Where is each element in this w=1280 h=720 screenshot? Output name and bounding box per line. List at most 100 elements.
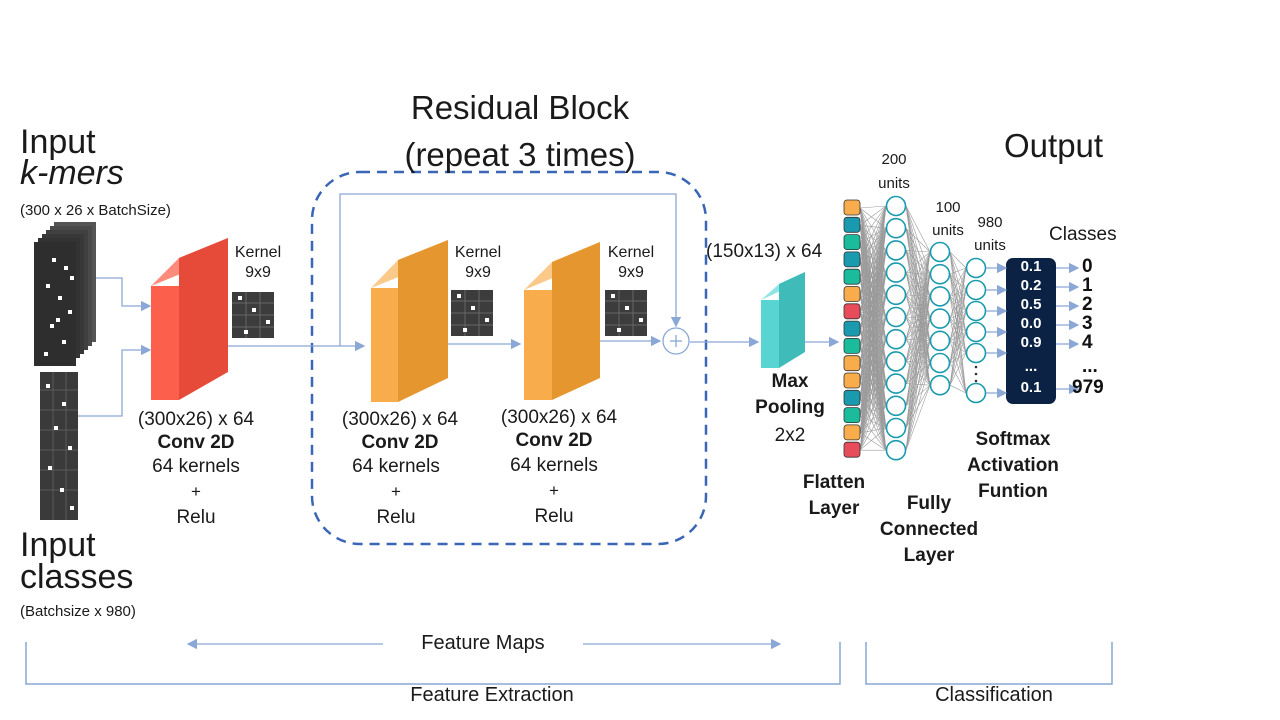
output-arrows bbox=[986, 262, 1080, 399]
input-connectors bbox=[78, 277, 152, 417]
neuron bbox=[929, 286, 951, 307]
neuron bbox=[965, 300, 987, 322]
residual-block-subtitle: (repeat 3 times) bbox=[404, 136, 636, 173]
fc-label-3: Layer bbox=[903, 545, 955, 566]
feature-extraction-label: Feature Extraction bbox=[410, 684, 574, 706]
neuron bbox=[929, 263, 951, 285]
flatten-cell bbox=[843, 303, 861, 320]
output-probability: 0.5 bbox=[1020, 296, 1042, 313]
classification-bracket bbox=[865, 642, 1113, 685]
residual-block-border bbox=[310, 170, 708, 546]
neuron bbox=[885, 395, 907, 417]
flatten-cell bbox=[843, 407, 861, 424]
neuron bbox=[885, 306, 907, 328]
kernel-label-3: Kernel bbox=[607, 244, 655, 261]
flatten-cell bbox=[843, 320, 861, 337]
neuron bbox=[965, 382, 987, 404]
conv3-plus: + bbox=[549, 481, 559, 500]
kernel-size-2: 9x9 bbox=[465, 264, 491, 281]
neuron bbox=[885, 195, 907, 217]
fc-label-2: Connected bbox=[879, 519, 979, 540]
conv1-activation: Relu bbox=[176, 507, 216, 528]
conv2-name: Conv 2D bbox=[361, 432, 439, 453]
flatten-layer bbox=[843, 199, 861, 458]
output-class-label: 4 bbox=[1082, 332, 1093, 353]
neuron bbox=[885, 417, 907, 439]
flatten-cell bbox=[843, 268, 861, 285]
fc-connections bbox=[859, 205, 967, 451]
neuron bbox=[929, 241, 951, 263]
conv3-name: Conv 2D bbox=[515, 430, 593, 451]
max-pooling-block bbox=[761, 272, 805, 368]
input-classes-title: Input bbox=[20, 526, 96, 564]
units-200-label: units bbox=[878, 175, 910, 192]
neuron bbox=[965, 257, 987, 279]
output-probability: ... bbox=[1024, 358, 1038, 375]
classification-label: Classification bbox=[935, 684, 1053, 706]
flatten-cell bbox=[843, 355, 861, 372]
output-probability: 0.2 bbox=[1020, 277, 1042, 294]
output-class-label: ... bbox=[1082, 356, 1098, 377]
neuron bbox=[885, 217, 907, 239]
output-class-label: 979 bbox=[1072, 377, 1104, 398]
input-classes-shape: (Batchsize x 980) bbox=[20, 603, 136, 620]
output-class-label: 1 bbox=[1082, 275, 1093, 296]
output-class-label: 3 bbox=[1082, 313, 1093, 334]
kernel-grids bbox=[232, 290, 647, 338]
softmax-label-3: Funtion bbox=[978, 481, 1048, 502]
units-100-count: 100 bbox=[935, 199, 961, 216]
conv2-plus: + bbox=[391, 482, 401, 501]
conv2-kernels: 64 kernels bbox=[352, 456, 440, 477]
pool-shape: (150x13) x 64 bbox=[706, 241, 823, 262]
conv2-activation: Relu bbox=[376, 507, 416, 528]
kernel-size-3: 9x9 bbox=[618, 264, 644, 281]
flatten-cell bbox=[843, 424, 861, 441]
neuron bbox=[885, 328, 907, 350]
conv3-kernels: 64 kernels bbox=[510, 455, 598, 476]
output-class-label: 2 bbox=[1082, 294, 1093, 315]
classes-header: Classes bbox=[1049, 224, 1117, 245]
input-kmers-stack bbox=[34, 222, 96, 366]
conv2-shape: (300x26) x 64 bbox=[341, 409, 459, 430]
units-100-label: units bbox=[932, 222, 964, 239]
flatten-cell bbox=[843, 337, 861, 354]
kernel-size-1: 9x9 bbox=[245, 264, 271, 281]
flatten-cell bbox=[843, 234, 861, 251]
neuron bbox=[929, 374, 951, 396]
neuron bbox=[965, 342, 987, 364]
conv3-activation: Relu bbox=[534, 506, 574, 527]
output-probability: 0.9 bbox=[1020, 334, 1042, 351]
input-classes-map bbox=[40, 372, 78, 520]
conv-block-3 bbox=[524, 242, 600, 400]
neuron bbox=[885, 373, 907, 394]
input-classes-subtitle: classes bbox=[20, 558, 134, 596]
flatten-cell bbox=[843, 216, 861, 233]
conv3-shape: (300x26) x 64 bbox=[500, 407, 618, 428]
flow-arrows bbox=[228, 193, 840, 352]
units-200-count: 200 bbox=[881, 151, 907, 168]
add-node bbox=[662, 327, 690, 355]
neuron bbox=[885, 284, 907, 306]
flatten-cell bbox=[843, 389, 861, 406]
output-probability: 0.0 bbox=[1020, 315, 1042, 332]
neuron bbox=[885, 439, 907, 461]
flatten-label-1: Flatten bbox=[802, 472, 866, 493]
flatten-cell bbox=[843, 251, 861, 268]
pool-name-2: Pooling bbox=[755, 397, 825, 418]
neuron bbox=[929, 352, 951, 374]
neuron bbox=[885, 240, 907, 261]
softmax-label-1: Softmax bbox=[975, 429, 1051, 450]
neuron bbox=[965, 279, 987, 301]
flatten-cell bbox=[843, 199, 861, 216]
softmax-label-2: Activation bbox=[967, 455, 1059, 476]
input-kmers-subtitle: k-mers bbox=[20, 154, 124, 192]
flatten-cell bbox=[843, 286, 861, 302]
output-title: Output bbox=[1004, 127, 1104, 164]
pool-size: 2x2 bbox=[774, 425, 806, 446]
conv1-name: Conv 2D bbox=[157, 432, 235, 453]
output-probability: 0.1 bbox=[1020, 379, 1042, 396]
input-kmers-shape: (300 x 26 x BatchSize) bbox=[20, 202, 171, 219]
flatten-cell bbox=[843, 441, 861, 458]
kernel-label-1: Kernel bbox=[234, 244, 282, 261]
